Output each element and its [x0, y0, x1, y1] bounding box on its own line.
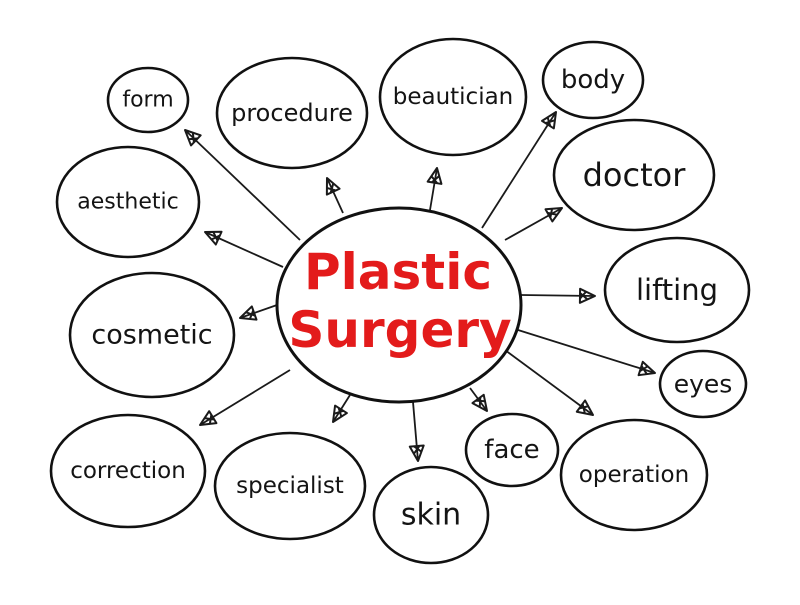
topic-specialist: specialist [213, 431, 367, 541]
topic-bubble-lifting [603, 236, 751, 344]
connector-cosmetic [239, 304, 278, 319]
topic-bubble-cosmetic [68, 271, 236, 399]
topic-label-beautician: beautician [393, 84, 514, 110]
central-topic: Plastic Surgery [275, 206, 523, 404]
topic-bubble-form [106, 66, 190, 134]
connector-beautician [429, 167, 438, 211]
topic-bubbles: form procedure beautician body doctor lifting… [49, 37, 751, 565]
topic-bubble-specialist [213, 431, 367, 541]
topic-skin: skin [372, 465, 490, 565]
topic-label-procedure: procedure [231, 99, 353, 127]
topic-aesthetic: aesthetic [55, 145, 201, 259]
topic-beautician: beautician [378, 37, 528, 157]
topic-lifting: lifting [603, 236, 751, 344]
arrowhead-specialist [332, 404, 348, 423]
arrowhead-form [184, 129, 202, 147]
connector-procedure [326, 177, 344, 214]
topic-operation: operation [559, 418, 709, 532]
topic-form: form [106, 66, 190, 134]
arrowhead-procedure [325, 177, 341, 196]
central-bubble [275, 206, 523, 404]
topic-label-skin: skin [401, 498, 461, 533]
topic-body: body [541, 40, 645, 120]
topic-bubble-doctor [552, 118, 716, 232]
connector-correction [199, 369, 291, 426]
arrowhead-beautician [426, 167, 443, 185]
topic-doctor: doctor [552, 118, 716, 232]
arrowhead-doctor [544, 207, 563, 223]
connector-body [481, 111, 557, 229]
topic-label-cosmetic: cosmetic [91, 320, 212, 351]
arrowhead-correction [199, 410, 218, 426]
arrowhead-aesthetic [204, 230, 223, 246]
arrowhead-eyes [637, 360, 656, 377]
topic-cosmetic: cosmetic [68, 271, 236, 399]
topic-face: face [464, 412, 560, 488]
connector-doctor [504, 207, 563, 241]
topic-bubble-face [464, 412, 560, 488]
connector-operation [504, 349, 594, 416]
topic-bubble-correction [49, 413, 207, 529]
topic-eyes: eyes [658, 349, 748, 419]
arrowhead-body [541, 111, 557, 130]
connector-layer [184, 111, 656, 462]
arrowhead-operation [575, 399, 594, 416]
topic-label-operation: operation [579, 462, 689, 488]
topic-bubble-procedure [215, 56, 369, 170]
topic-label-specialist: specialist [236, 473, 344, 499]
topic-procedure: procedure [215, 56, 369, 170]
connector-eyes [517, 329, 656, 374]
connector-form [184, 129, 301, 241]
arrowhead-cosmetic [239, 305, 258, 321]
topic-label-aesthetic: aesthetic [77, 190, 178, 215]
central-title-line2: Surgery [288, 301, 511, 359]
arrowhead-skin [408, 444, 425, 462]
topic-bubble-operation [559, 418, 709, 532]
arrowhead-face [471, 393, 488, 412]
topic-label-correction: correction [70, 458, 186, 484]
topic-label-form: form [122, 88, 173, 113]
topic-correction: correction [49, 413, 207, 529]
topic-bubble-skin [372, 465, 490, 565]
topic-bubble-body [541, 40, 645, 120]
connector-skin [412, 401, 419, 462]
topic-label-face: face [484, 435, 539, 465]
topic-label-doctor: doctor [583, 156, 687, 194]
topic-label-lifting: lifting [636, 273, 718, 307]
central-title-line1: Plastic [304, 243, 492, 301]
topic-bubble-beautician [378, 37, 528, 157]
arrowhead-lifting [578, 287, 596, 304]
topic-label-eyes: eyes [674, 370, 733, 399]
topic-bubble-aesthetic [55, 145, 201, 259]
topic-label-body: body [561, 65, 625, 95]
topic-bubble-eyes [658, 349, 748, 419]
